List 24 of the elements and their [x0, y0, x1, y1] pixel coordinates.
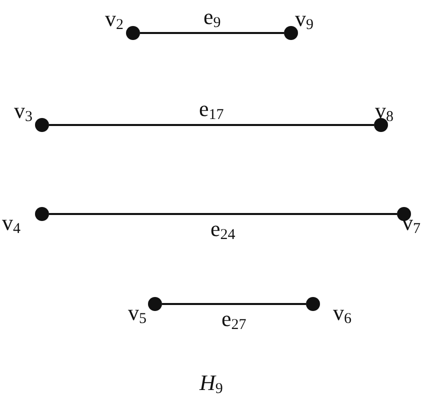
edge-label: e$_{27}$ — [222, 308, 246, 330]
vertex-dot — [35, 207, 49, 221]
vertex-label: v$_{4}$ — [2, 212, 20, 234]
edge-line — [162, 303, 306, 305]
vertex-dot — [284, 26, 298, 40]
vertex-label: v$_{2}$ — [105, 8, 124, 30]
edge-line — [49, 213, 397, 215]
vertex-label: v$_{6}$ — [333, 302, 352, 324]
vertex-label: v$_{9}$ — [295, 8, 314, 30]
edge-label: e$_{24}$ — [210, 218, 236, 240]
vertex-dot — [126, 26, 140, 40]
edge-label: e$_{9}$ — [204, 6, 221, 28]
vertex-dot — [397, 207, 411, 221]
edge-line — [49, 124, 374, 126]
vertex-dot — [148, 297, 162, 311]
vertex-label: v$_{8}$ — [375, 100, 394, 122]
vertex-label: v$_{3}$ — [14, 100, 32, 122]
vertex-label: v$_{5}$ — [128, 302, 146, 324]
vertex-dot — [374, 118, 388, 132]
edge-label: e$_{17}$ — [199, 98, 224, 120]
vertex-dot — [306, 297, 320, 311]
vertex-dot — [35, 118, 49, 132]
edge-line — [140, 32, 284, 34]
caption: H$_{9}$ — [200, 372, 223, 394]
